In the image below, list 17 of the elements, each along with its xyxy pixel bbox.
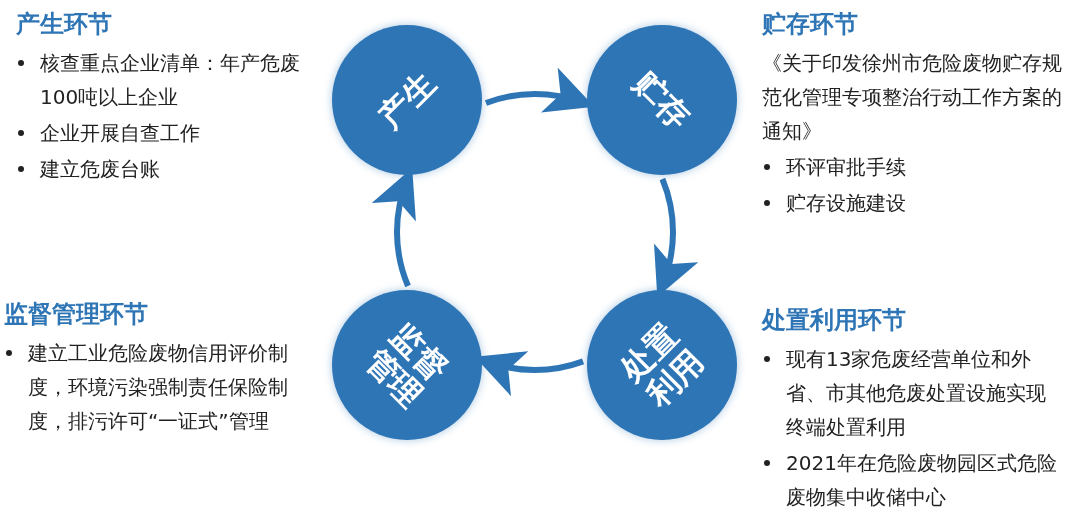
bullet-text: 2021年在危险废物园区式危险废物集中收储中心 — [786, 450, 1058, 511]
bullet-text: 核查重点企业清单：年产危废100吨以上企业 — [40, 50, 301, 111]
stage-label: 处置利用 — [612, 315, 712, 416]
section-heading: 产生环节 — [16, 9, 113, 40]
section-heading: 监督管理环节 — [4, 299, 149, 330]
document-title: 《关于印发徐州市危险废物贮存规范化管理专项整治行动工作方案的通知》 — [762, 50, 1062, 145]
bullet-text: 现有13家危废经营单位和外省、市其他危废处置设施实现终端处置利用 — [786, 346, 1047, 441]
bullet-text: 环评审批手续 — [786, 154, 906, 181]
bullet-text: 贮存设施建设 — [786, 190, 906, 217]
stage-label: 贮存 — [624, 62, 700, 139]
section-heading: 处置利用环节 — [762, 305, 907, 336]
bullet-text: 建立危废台账 — [40, 156, 160, 183]
bullet-text: 建立工业危险废物信用评价制度，环境污染强制责任保险制度，排污许可“一证式”管理 — [28, 340, 289, 435]
bullet-text: 企业开展自查工作 — [40, 120, 200, 147]
stage-label: 监督管理 — [357, 315, 457, 416]
stage-label: 产生 — [369, 62, 445, 139]
section-heading: 贮存环节 — [762, 9, 859, 40]
